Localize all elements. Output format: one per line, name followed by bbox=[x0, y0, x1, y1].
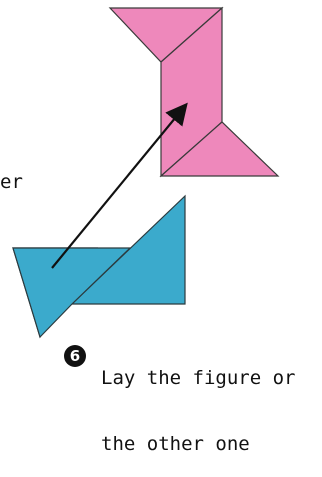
instruction-line-2: the other one bbox=[101, 433, 295, 455]
left-text-fragment: er bbox=[0, 171, 23, 193]
instruction-line-1: Lay the figure or bbox=[101, 367, 295, 389]
step-instruction: Lay the figure or the other one bbox=[101, 323, 295, 477]
step-number-badge: 6 bbox=[64, 345, 86, 367]
blue-figure bbox=[13, 196, 185, 337]
pink-figure bbox=[110, 8, 278, 176]
folding-diagram bbox=[0, 0, 322, 365]
